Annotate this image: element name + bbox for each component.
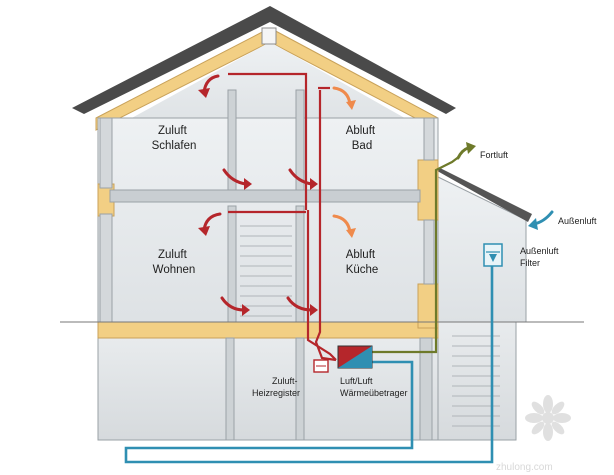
annex-building <box>432 168 532 441</box>
annex-roof <box>432 168 532 222</box>
label-waermeuebertrager: Luft/Luft Wärmeübetrager <box>340 376 408 398</box>
filter-box <box>483 243 503 267</box>
watermark: zhulong.com <box>496 395 571 473</box>
label-zuluft-wohnen: Zuluft Wohnen <box>153 249 196 276</box>
aussenluft-arrow <box>528 210 554 230</box>
supply-arrows <box>198 74 318 316</box>
house <box>72 6 456 441</box>
heating-register <box>313 359 329 373</box>
watermark-text: zhulong.com <box>496 462 553 473</box>
label-zuluft-heizregister: Zuluft- Heizregister <box>252 376 300 398</box>
label-fortluft: Fortluft <box>480 150 509 160</box>
floor-insulation <box>97 321 439 339</box>
outdoor-duct <box>124 254 494 464</box>
stairs <box>240 225 292 317</box>
label-aussenluft-filter: Außenluft Filter <box>520 246 561 268</box>
floor-slab <box>109 189 421 203</box>
extract-duct <box>314 86 337 362</box>
label-abluft-bad: Abluft Bad <box>346 125 379 152</box>
extract-arrows <box>332 86 356 238</box>
fortluft-arrow <box>456 142 476 160</box>
roof-vent <box>261 27 277 45</box>
label-aussenluft: Außenluft <box>558 216 597 226</box>
label-zuluft-schlafen: Zuluft Schlafen <box>152 125 197 152</box>
label-abluft-kueche: Abluft Küche <box>346 249 379 276</box>
exhaust-duct <box>372 155 461 354</box>
heat-exchanger <box>337 345 373 369</box>
